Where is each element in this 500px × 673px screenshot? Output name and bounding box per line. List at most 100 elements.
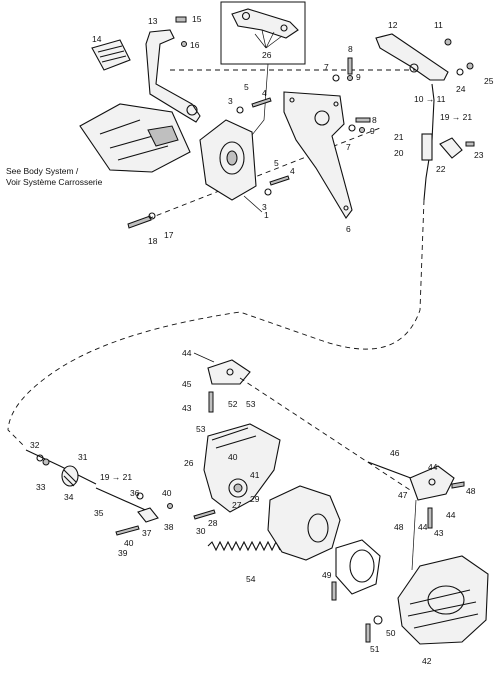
callout-40-low: 40 <box>124 538 134 548</box>
bolt-43-right <box>427 507 433 529</box>
screw-48 <box>451 481 465 489</box>
callout-9-mid: 9 <box>370 126 375 136</box>
callout-27: 27 <box>232 500 242 510</box>
callout-34: 34 <box>64 492 74 502</box>
body-system-note-line1: See Body System / <box>6 166 79 176</box>
body-system-note-line2: Voir Système Carrosserie <box>6 177 103 187</box>
callout-7-top: 7 <box>324 62 329 72</box>
callout-44-far: 44 <box>446 510 456 520</box>
return-spring <box>207 540 281 552</box>
washer-3-mid <box>264 188 272 196</box>
callout-33: 33 <box>36 482 46 492</box>
callout-4-mid: 4 <box>290 166 295 176</box>
nut-25 <box>466 62 474 70</box>
callout-46: 46 <box>390 448 400 458</box>
axis-45-to-47 <box>239 377 411 491</box>
callout-4-top: 4 <box>262 88 267 98</box>
bolt-8-top <box>347 57 353 75</box>
callout-40-right: 40 <box>162 488 172 498</box>
callout-43-right: 43 <box>434 528 444 538</box>
washer-24 <box>456 68 464 76</box>
nut-9-mid <box>359 127 365 133</box>
screw-23 <box>465 141 475 147</box>
callout-44-top: 44 <box>182 348 192 358</box>
callout-29: 29 <box>250 494 260 504</box>
callout-6: 6 <box>346 224 351 234</box>
bolt-43 <box>208 391 214 413</box>
main-lever-bracket <box>203 423 281 513</box>
link-rod-35 <box>95 487 151 513</box>
callout-5-top: 5 <box>244 82 249 92</box>
callout-22: 22 <box>436 164 446 174</box>
callout-1: 1 <box>264 210 269 220</box>
bolt-15 <box>175 16 187 23</box>
lower-casing-42 <box>397 555 489 645</box>
bolt-4-mid <box>269 175 290 186</box>
callout-36: 36 <box>130 488 140 498</box>
callout-50: 50 <box>386 628 396 638</box>
callout-49: 49 <box>322 570 332 580</box>
callout-40-mid: 40 <box>228 452 238 462</box>
callout-31: 31 <box>78 452 88 462</box>
cable-routing-path <box>7 199 425 447</box>
callout-16: 16 <box>190 40 200 50</box>
callout-45: 45 <box>182 379 192 389</box>
bolt-8-mid <box>355 117 371 123</box>
bolt-30 <box>193 509 216 520</box>
cable-housing-20 <box>421 133 433 161</box>
grommet-50 <box>373 615 383 625</box>
bolt-18 <box>127 215 152 229</box>
callout-51: 51 <box>370 644 380 654</box>
callout-28: 28 <box>208 518 218 528</box>
callout-7-mid: 7 <box>346 142 351 152</box>
callout-8-top: 8 <box>348 44 353 54</box>
callout-48-right: 48 <box>466 486 476 496</box>
callout-19-21-lower: 19 → 21 <box>100 472 132 482</box>
callout-19-21-top: 19 → 21 <box>440 112 472 122</box>
callout-20: 20 <box>394 148 404 158</box>
callout-23: 23 <box>474 150 484 160</box>
callout-17: 17 <box>164 230 174 240</box>
clip-32 <box>36 454 44 462</box>
callout-3-top: 3 <box>228 96 233 106</box>
engine-housing <box>267 485 381 595</box>
callout-8-mid: 8 <box>372 115 377 125</box>
bracket-22 <box>439 137 463 159</box>
callout-48-left: 48 <box>394 522 404 532</box>
callout-25: 25 <box>484 76 494 86</box>
callout-44-right: 44 <box>428 462 438 472</box>
cable-adjuster-34 <box>61 465 79 487</box>
callout-54: 54 <box>246 574 256 584</box>
bolt-39 <box>115 525 140 536</box>
body-panel <box>79 103 191 173</box>
throttle-lever <box>375 33 449 81</box>
callout-24: 24 <box>456 84 466 94</box>
callout-18: 18 <box>148 236 158 246</box>
callout-9-top: 9 <box>356 72 361 82</box>
callout-47: 47 <box>398 490 408 500</box>
callout-32: 32 <box>30 440 40 450</box>
callout-5-mid: 5 <box>274 158 279 168</box>
link-joint-37 <box>137 507 159 523</box>
nut-11 <box>444 38 452 46</box>
callout-35: 35 <box>94 508 104 518</box>
bolt-51 <box>365 623 371 643</box>
callout-42: 42 <box>422 656 432 666</box>
mounting-plate <box>283 91 353 219</box>
callout-30: 30 <box>196 526 206 536</box>
callout-3-mid: 3 <box>262 202 267 212</box>
throttle-cable-lower <box>25 449 97 485</box>
callout-12: 12 <box>388 20 398 30</box>
callout-41: 41 <box>250 470 260 480</box>
callout-53-top: 53 <box>246 399 256 409</box>
upper-bracket-45 <box>207 359 251 385</box>
callout-38: 38 <box>164 522 174 532</box>
callout-62: 52 <box>228 399 238 409</box>
washer-3-top <box>236 106 244 114</box>
bracket-47 <box>409 465 455 501</box>
nut-9-top <box>347 75 353 81</box>
nut-33 <box>42 458 50 466</box>
nut-40-right <box>167 503 173 509</box>
callout-11: 11 <box>434 20 443 30</box>
